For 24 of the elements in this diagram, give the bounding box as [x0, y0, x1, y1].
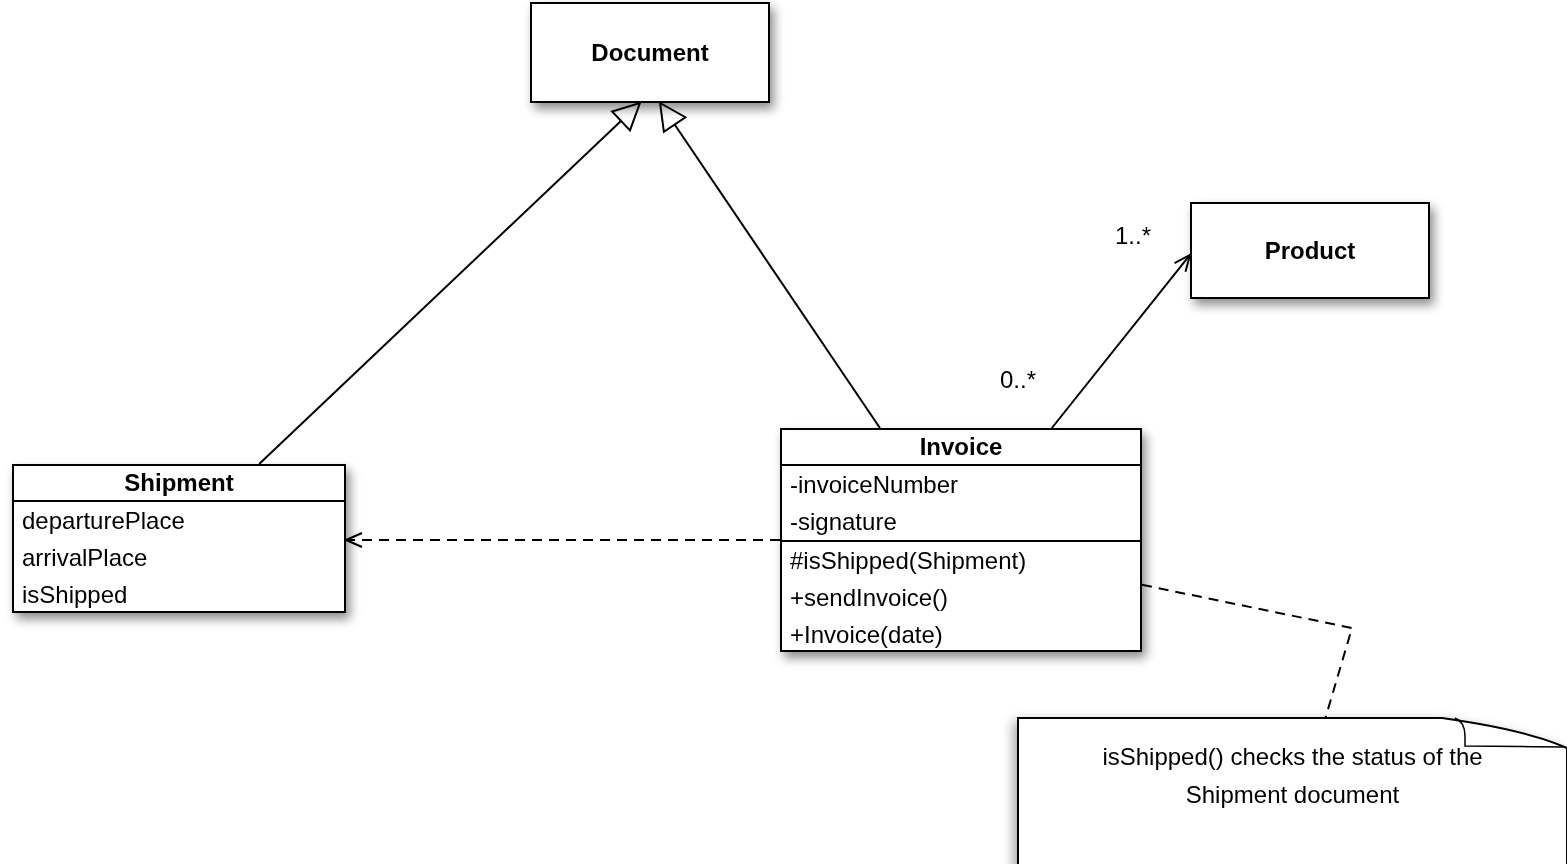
- attribute-text: isShipped: [21, 580, 129, 610]
- association-arrow: [1050, 253, 1191, 429]
- class-box: [780, 428, 1142, 652]
- generalization-arrow: [659, 102, 881, 429]
- method-text: #isShipped(Shipment): [782, 540, 1140, 579]
- note-text: isShipped() checks the status of the Shipment document: [1101, 742, 1484, 810]
- class-name: Invoice: [918, 432, 1004, 462]
- class-box: [12, 464, 346, 613]
- multiplicity-label: 1..*: [1115, 222, 1152, 250]
- dependency-arrow: [345, 532, 781, 548]
- class-name: Product: [1264, 236, 1356, 265]
- generalization-arrow: [258, 102, 641, 465]
- class-box: [530, 2, 770, 103]
- class-name: Shipment: [123, 468, 235, 498]
- class-name: Document: [591, 38, 709, 67]
- attribute-text: departurePlace: [14, 500, 344, 539]
- attribute-text: -invoiceNumber: [782, 464, 1140, 503]
- method-text: +sendInvoice(): [789, 583, 950, 613]
- attribute-text: -signature: [789, 507, 898, 537]
- multiplicity-label: 0..*: [1000, 366, 1037, 394]
- method-text: +Invoice(date): [789, 620, 944, 650]
- attribute-text: arrivalPlace: [21, 543, 149, 573]
- class-box: [1190, 202, 1430, 299]
- note-connector: [1141, 583, 1354, 719]
